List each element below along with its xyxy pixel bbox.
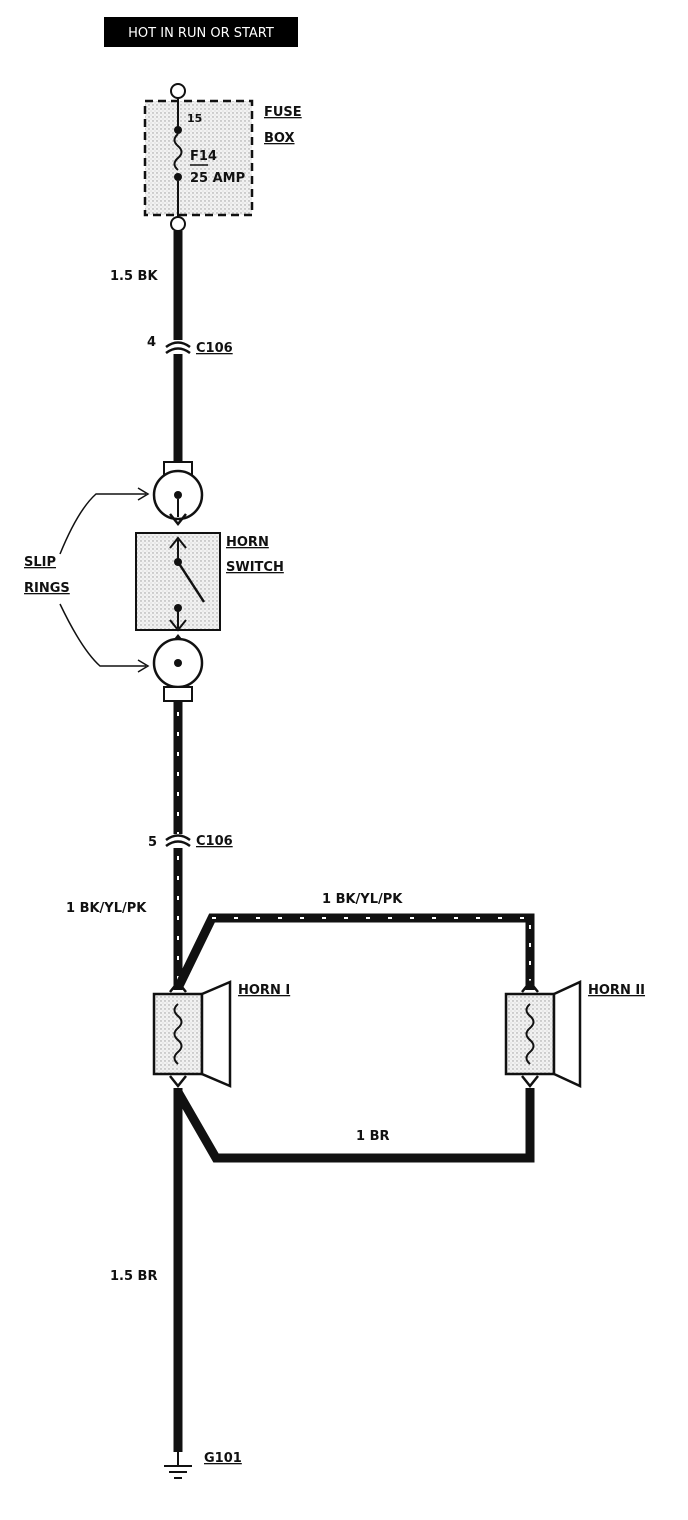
connector-c106-lower: 5 C106 [148,834,233,850]
header-badge: HOT IN RUN OR START [104,17,298,47]
ground-label: G101 [204,1451,242,1466]
horn-return-wire: 1 BR [174,1088,535,1163]
horn-1: HORN I [152,979,290,1089]
header-label: HOT IN RUN OR START [128,26,274,41]
connector-lower-name: C106 [196,834,233,849]
fuse-terminal-number: 15 [187,112,202,125]
fuse-output-terminal [170,216,186,232]
fuse-box-label-line1: FUSE [264,105,302,120]
fuse-name: F14 [190,149,217,164]
horn-branch-top-wire: 1 BK/YL/PK [173,892,535,990]
connector-c106-upper: 4 C106 [147,335,233,356]
switch-contact [176,561,206,603]
slip-ring-upper [152,461,204,527]
ground-wire-label: 1.5 BR [110,1269,157,1284]
slip-ring-lower [152,633,204,702]
horn-return-label: 1 BR [356,1129,390,1144]
horn-feed-wire: 1 BK/YL/PK [66,701,183,990]
horn-2: HORN II [504,979,645,1089]
horn-switch: HORN SWITCH [135,532,284,632]
fuse-input-terminal [170,83,186,99]
slip-rings-label-line1: SLIP [24,555,56,570]
fuse-box-label-line2: BOX [264,131,295,146]
ground-wire: 1.5 BR [110,1088,183,1452]
horn-switch-label-line2: SWITCH [226,560,284,575]
fuse-box: 15 F14 25 AMP FUSE BOX [143,83,302,232]
horn-feed-top-label: 1 BK/YL/PK [322,892,403,907]
connector-lower-pin: 5 [148,835,157,850]
connector-upper-pin: 4 [147,335,156,350]
slip-rings-callout: SLIP RINGS [24,487,150,673]
ground-symbol-icon: G101 [164,1451,242,1479]
fuse-rating: 25 AMP [190,171,245,186]
connector-upper-name: C106 [196,341,233,356]
horn-feed-left-label: 1 BK/YL/PK [66,901,147,916]
feed-wire-label: 1.5 BK [110,269,158,284]
horn-2-label: HORN II [588,983,645,998]
slip-rings-label-line2: RINGS [24,581,70,596]
horn-switch-label-line1: HORN [226,535,269,550]
feed-wire: 1.5 BK [110,231,183,462]
fuse-element [173,133,183,171]
horn-1-label: HORN I [238,983,290,998]
